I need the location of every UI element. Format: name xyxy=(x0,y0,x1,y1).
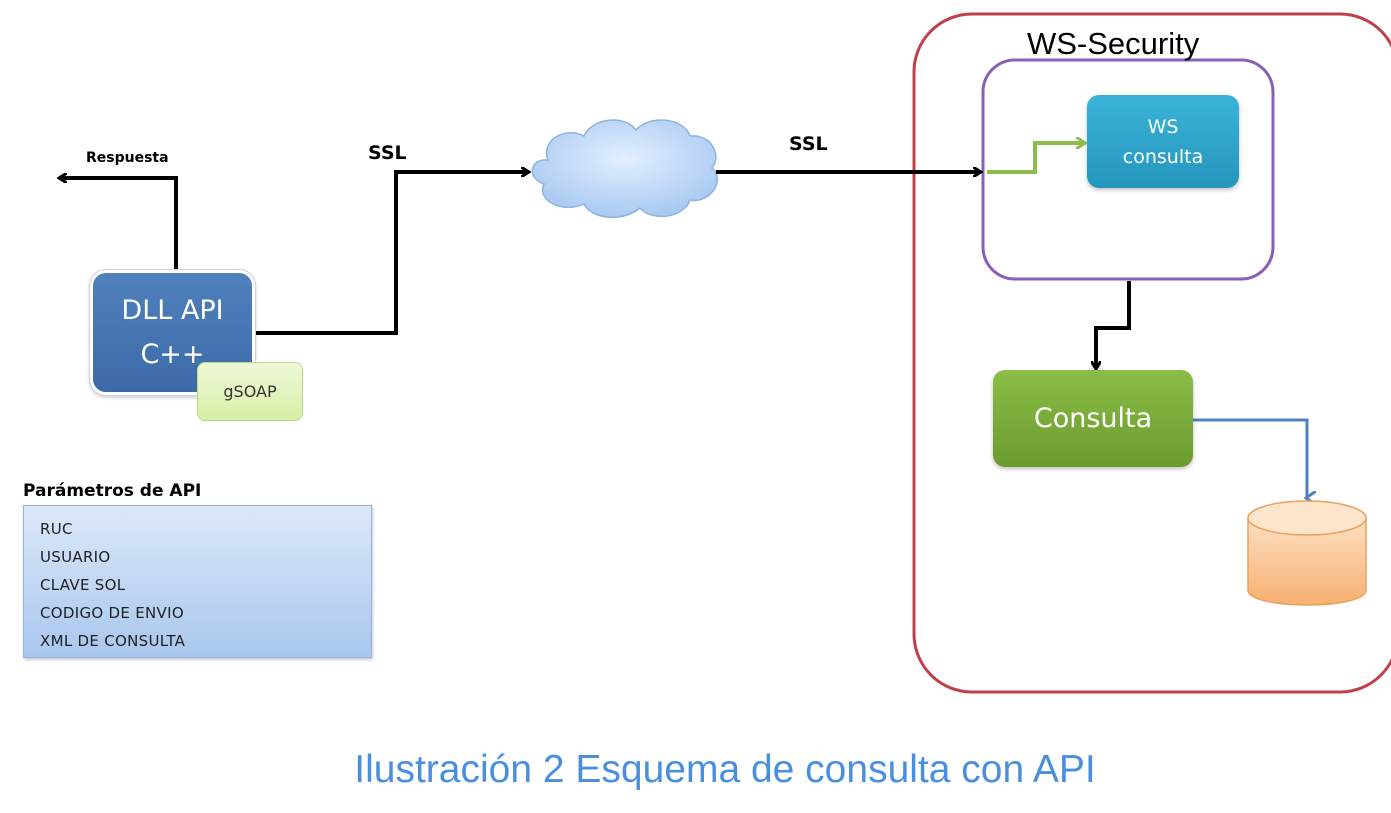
ws-consulta-node: WS consulta xyxy=(1087,95,1239,188)
dll-api-line2: C++ xyxy=(140,338,205,370)
internal-green-arrow xyxy=(987,143,1084,174)
dll-api-line1: DLL API xyxy=(121,294,224,326)
parameters-box: RUC USUARIO CLAVE SOL CODIGO DE ENVIO XM… xyxy=(23,505,372,658)
parameter-item: CLAVE SOL xyxy=(40,576,126,594)
ws-security-title: WS-Security xyxy=(1027,26,1200,61)
figure-caption: Ilustración 2 Esquema de consulta con AP… xyxy=(354,748,1096,791)
parameter-item: CODIGO DE ENVIO xyxy=(40,604,184,622)
inner-to-consulta-arrow xyxy=(1096,281,1131,368)
respuesta-arrow xyxy=(60,178,178,270)
ws-consulta-line1: WS xyxy=(1147,115,1179,138)
parameter-item: RUC xyxy=(40,520,73,538)
consulta-to-database-arrow xyxy=(1193,418,1307,498)
gsoap-label: gSOAP xyxy=(223,382,277,401)
ssl-right-label: SSL xyxy=(789,133,828,155)
internet-cloud-icon xyxy=(531,119,718,219)
parameters-title: Parámetros de API xyxy=(23,481,202,501)
respuesta-label: Respuesta xyxy=(86,150,169,166)
ws-consulta-line2: consulta xyxy=(1122,145,1204,168)
consulta-node: Consulta xyxy=(993,370,1193,467)
gsoap-node: gSOAP xyxy=(197,362,303,421)
consulta-label: Consulta xyxy=(1033,403,1153,434)
dll-to-cloud-connector xyxy=(255,172,528,335)
parameter-item: USUARIO xyxy=(40,548,111,566)
ws-inner-container xyxy=(981,58,1275,281)
database-icon xyxy=(1247,500,1367,606)
ws-security-container xyxy=(912,12,1391,694)
parameter-item: XML DE CONSULTA xyxy=(40,632,186,650)
ssl-left-label: SSL xyxy=(368,142,407,164)
